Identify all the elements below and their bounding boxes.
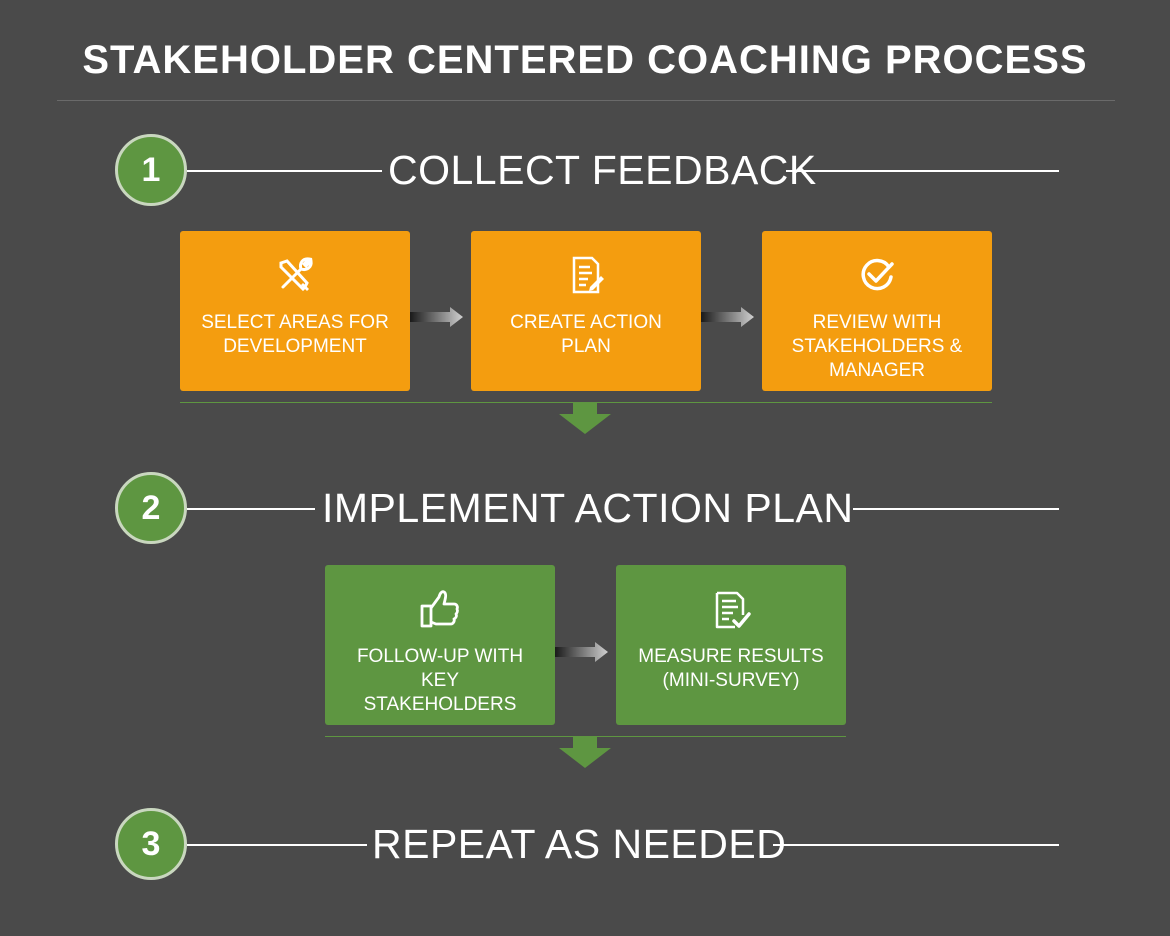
step-1-title: COLLECT FEEDBACK (388, 147, 817, 193)
step-2-line-right (853, 508, 1059, 510)
arrow-right-2 (701, 307, 754, 327)
step-2-header: 2 IMPLEMENT ACTION PLAN (0, 472, 1170, 544)
create-plan-line1: CREATE ACTION (510, 312, 662, 333)
arrow-right-1 (410, 307, 463, 327)
follow-up-label: FOLLOW-UP WITH KEY STAKEHOLDERS (345, 645, 535, 717)
document-edit-icon (572, 256, 604, 294)
step-1-badge: 1 (115, 134, 187, 206)
title-divider (57, 100, 1115, 101)
step-2-line-left (187, 508, 315, 510)
follow-up-line1: FOLLOW-UP WITH (356, 646, 524, 667)
step-3-line-right (773, 844, 1059, 846)
review-line1: REVIEW WITH (812, 312, 942, 333)
step-3-badge: 3 (115, 808, 187, 880)
arrow-right-3 (555, 642, 608, 662)
select-areas-line1: SELECT AREAS FOR (201, 312, 389, 333)
select-areas-box: SELECT AREAS FOR DEVELOPMENT (180, 231, 410, 391)
review-box: REVIEW WITH STAKEHOLDERS & MANAGER (762, 231, 992, 391)
measure-results-line2: (MINI-SURVEY) (662, 670, 800, 691)
thumbs-up-icon (420, 590, 459, 628)
arrow-down-1 (559, 402, 611, 434)
select-areas-line2: DEVELOPMENT (223, 336, 367, 357)
clipboard-check-icon (715, 591, 751, 629)
select-areas-label: SELECT AREAS FOR DEVELOPMENT (200, 311, 390, 359)
create-plan-line2: PLAN (561, 336, 611, 357)
measure-results-box: MEASURE RESULTS (MINI-SURVEY) (616, 565, 846, 725)
follow-up-line2: KEY STAKEHOLDERS (363, 670, 517, 715)
page-title: STAKEHOLDER CENTERED COACHING PROCESS (82, 38, 1088, 82)
review-line3: MANAGER (828, 360, 926, 381)
create-plan-box: CREATE ACTION PLAN (471, 231, 701, 391)
create-plan-label: CREATE ACTION PLAN (491, 311, 681, 359)
follow-up-box: FOLLOW-UP WITH KEY STAKEHOLDERS (325, 565, 555, 725)
arrow-down-2 (559, 736, 611, 768)
step-2-badge: 2 (115, 472, 187, 544)
step-1-header: 1 COLLECT FEEDBACK (0, 134, 1170, 206)
step-3-title: REPEAT AS NEEDED (372, 821, 787, 867)
review-label: REVIEW WITH STAKEHOLDERS & MANAGER (782, 311, 972, 383)
step-3-header: 3 REPEAT AS NEEDED (0, 808, 1170, 880)
measure-results-line1: MEASURE RESULTS (638, 646, 824, 667)
step-1-line-right (786, 170, 1059, 172)
review-line2: STAKEHOLDERS & (791, 336, 963, 357)
tools-icon (279, 257, 313, 292)
check-circle-icon (861, 258, 894, 291)
step-1-line-left (187, 170, 382, 172)
step-2-title: IMPLEMENT ACTION PLAN (322, 485, 854, 531)
step-3-line-left (187, 844, 367, 846)
measure-results-label: MEASURE RESULTS (MINI-SURVEY) (636, 645, 826, 693)
